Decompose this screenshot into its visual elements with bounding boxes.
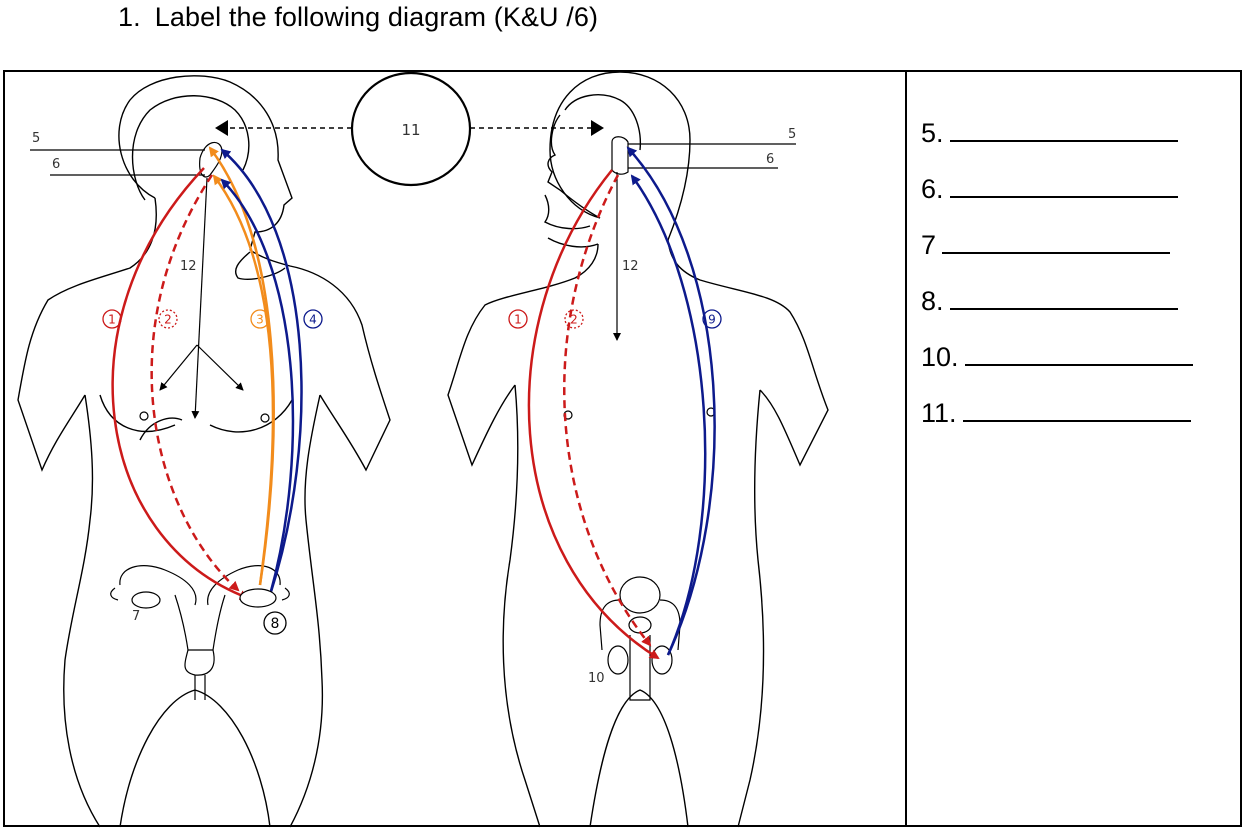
- label-7: 7: [132, 609, 140, 624]
- hormone-arrow-2-male: [562, 174, 652, 647]
- answer-5-label: 5.: [921, 118, 944, 148]
- hormone-arrow-4-b: [220, 178, 295, 596]
- circled-number-1-male: 1: [508, 309, 528, 329]
- label-5-female: 5: [32, 131, 40, 146]
- answer-5: 5.: [921, 116, 1178, 149]
- answer-5-blank[interactable]: [949, 116, 1178, 142]
- male-pituitary: [611, 136, 629, 175]
- circled-number-3: 3: [250, 309, 270, 329]
- male-body-outline: [447, 71, 829, 828]
- circled-number-4: 4: [303, 309, 323, 329]
- question-heading: 1. Label the following diagram (K&U /6): [118, 2, 598, 33]
- answer-11: 11.: [921, 396, 1191, 429]
- hormone-arrow-2-female: [150, 174, 240, 592]
- svg-text:2: 2: [164, 313, 172, 327]
- label-5-male: 5: [788, 127, 796, 142]
- feedback-arrowhead-female: [215, 120, 228, 136]
- female-nipple-right: [260, 413, 270, 423]
- label-12-female: 12: [180, 259, 197, 274]
- question-text: Label the following diagram (K&U /6): [154, 2, 599, 32]
- circled-number-1-female: 1: [102, 309, 122, 329]
- hormone-arrow-9-b: [630, 174, 707, 656]
- female-ovary-8: [239, 588, 277, 608]
- circled-number-2-male: 2: [564, 309, 584, 329]
- hormone-arrow-9-a: [626, 146, 716, 656]
- svg-text:9: 9: [708, 313, 716, 327]
- feedback-circle-11: [350, 71, 472, 187]
- female-nipple-left: [139, 411, 149, 421]
- answer-11-label: 11.: [921, 398, 957, 428]
- female-reproductive-organs: [110, 565, 290, 700]
- label-12-male: 12: [622, 259, 639, 274]
- hormone-arrow-1-female: [111, 167, 250, 600]
- hormone-arrow-4-a: [220, 148, 303, 596]
- hormone-arrow-1-male: [527, 169, 660, 660]
- circled-number-8: 8: [263, 611, 287, 635]
- svg-text:1: 1: [514, 313, 522, 327]
- circled-number-9: 9: [702, 309, 722, 329]
- answer-6-label: 6.: [921, 174, 944, 204]
- label-6-male: 6: [766, 152, 774, 167]
- svg-text:2: 2: [570, 313, 578, 327]
- svg-text:3: 3: [256, 313, 264, 327]
- answer-7-blank[interactable]: [942, 228, 1171, 254]
- circled-number-2-female: 2: [158, 309, 178, 329]
- answer-6: 6.: [921, 172, 1178, 205]
- answer-6-blank[interactable]: [949, 172, 1178, 198]
- svg-text:8: 8: [271, 616, 280, 632]
- hormone-arrow-3-b: [212, 174, 275, 586]
- svg-text:1: 1: [108, 313, 116, 327]
- label-11: 11: [401, 121, 420, 139]
- answer-8: 8.: [921, 284, 1178, 317]
- label-6-female: 6: [52, 157, 60, 172]
- label-10: 10: [588, 671, 605, 686]
- question-number: 1.: [118, 2, 141, 32]
- answer-8-blank[interactable]: [949, 284, 1178, 310]
- frame-divider: [905, 70, 907, 827]
- answer-7-label: 7: [921, 230, 937, 260]
- answer-10-blank[interactable]: [964, 340, 1193, 366]
- male-reproductive-organs: [599, 576, 681, 701]
- diagram-frame: [3, 70, 1242, 827]
- svg-text:4: 4: [309, 313, 317, 327]
- arrow-12-female: [159, 177, 244, 419]
- answer-7: 7: [921, 228, 1171, 261]
- answer-10-label: 10.: [921, 342, 959, 372]
- feedback-arrowhead-male: [591, 120, 604, 136]
- answer-10: 10.: [921, 340, 1193, 373]
- answer-8-label: 8.: [921, 286, 944, 316]
- answer-11-blank[interactable]: [962, 396, 1191, 422]
